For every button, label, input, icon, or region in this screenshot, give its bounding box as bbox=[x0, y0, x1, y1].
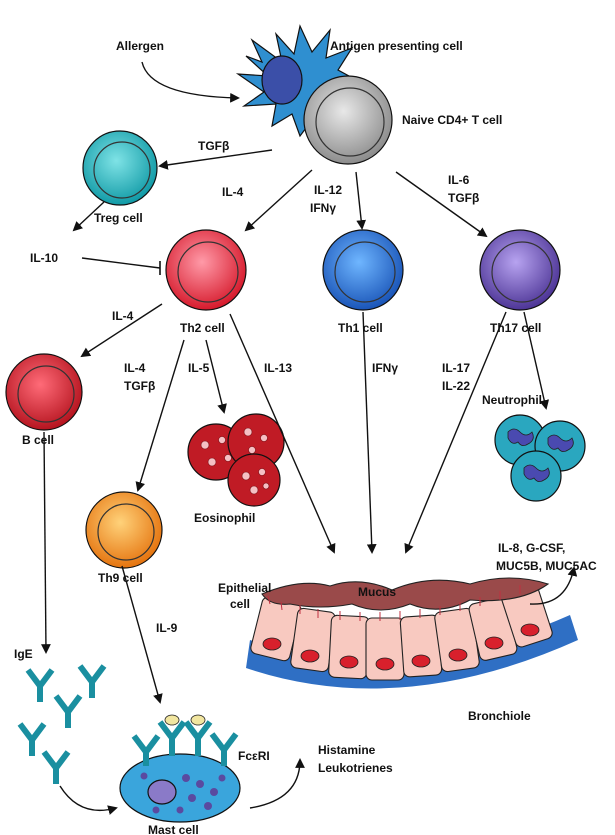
label-th1: Th1 cell bbox=[338, 321, 383, 335]
th9-cell-shape bbox=[85, 491, 163, 569]
label-il8-line2: MUC5B, MUC5AC bbox=[496, 559, 597, 573]
label-il12: IL-12 bbox=[314, 183, 342, 197]
label-il4-b: IL-4 bbox=[112, 309, 134, 323]
label-tgfb-th9: TGFβ bbox=[124, 379, 155, 393]
th17-cell-shape bbox=[479, 229, 561, 311]
label-neutrophil: Neutrophil bbox=[482, 393, 542, 407]
label-tgfb-treg: TGFβ bbox=[198, 139, 229, 153]
mucus-layer bbox=[261, 577, 550, 611]
eosinophil-cells bbox=[187, 413, 285, 507]
label-epithelial-1: Epithelial bbox=[218, 581, 271, 595]
label-il8-line1: IL-8, G-CSF, bbox=[498, 541, 565, 555]
label-ifng-th1: IFNγ bbox=[310, 201, 336, 215]
label-th17: Th17 cell bbox=[490, 321, 541, 335]
label-il9: IL-9 bbox=[156, 621, 178, 635]
th2-cell-shape bbox=[165, 229, 247, 311]
label-mast: Mast cell bbox=[148, 823, 199, 835]
label-bronchiole: Bronchiole bbox=[468, 709, 531, 723]
label-mucus: Mucus bbox=[358, 585, 396, 599]
naive-cd4-t-cell bbox=[303, 75, 393, 165]
label-tgfb-th17: TGFβ bbox=[448, 191, 479, 205]
th1-cell-shape bbox=[322, 229, 404, 311]
label-il17: IL-17 bbox=[442, 361, 470, 375]
label-allergen: Allergen bbox=[116, 39, 164, 53]
label-histamine: Histamine bbox=[318, 743, 376, 757]
label-treg: Treg cell bbox=[94, 211, 143, 225]
label-eosinophil: Eosinophil bbox=[194, 511, 255, 525]
label-naive: Naive CD4+ T cell bbox=[402, 113, 502, 127]
label-apc: Antigen presenting cell bbox=[330, 39, 463, 53]
label-il22: IL-22 bbox=[442, 379, 470, 393]
treg-cell-shape bbox=[82, 130, 158, 206]
label-il13: IL-13 bbox=[264, 361, 292, 375]
label-ige: IgE bbox=[14, 647, 33, 661]
mast-cell-shape bbox=[119, 714, 241, 823]
label-leukotrienes: Leukotrienes bbox=[318, 761, 393, 775]
label-ifng-out: IFNγ bbox=[372, 361, 398, 375]
label-epithelial-2: cell bbox=[230, 597, 250, 611]
ige-antibodies bbox=[17, 664, 107, 784]
label-il6: IL-6 bbox=[448, 173, 470, 187]
label-th9: Th9 cell bbox=[98, 571, 143, 585]
label-il5: IL-5 bbox=[188, 361, 210, 375]
label-th2: Th2 cell bbox=[180, 321, 225, 335]
label-fceri: FcεRI bbox=[238, 749, 270, 763]
label-il4-th2: IL-4 bbox=[222, 185, 244, 199]
pathway-arrows bbox=[41, 61, 578, 815]
airway-epithelium bbox=[246, 577, 578, 689]
neutrophil-cells bbox=[494, 414, 586, 502]
label-il10: IL-10 bbox=[30, 251, 58, 265]
label-il4-th9: IL-4 bbox=[124, 361, 146, 375]
label-bcell: B cell bbox=[22, 433, 54, 447]
b-cell-shape bbox=[5, 353, 83, 431]
